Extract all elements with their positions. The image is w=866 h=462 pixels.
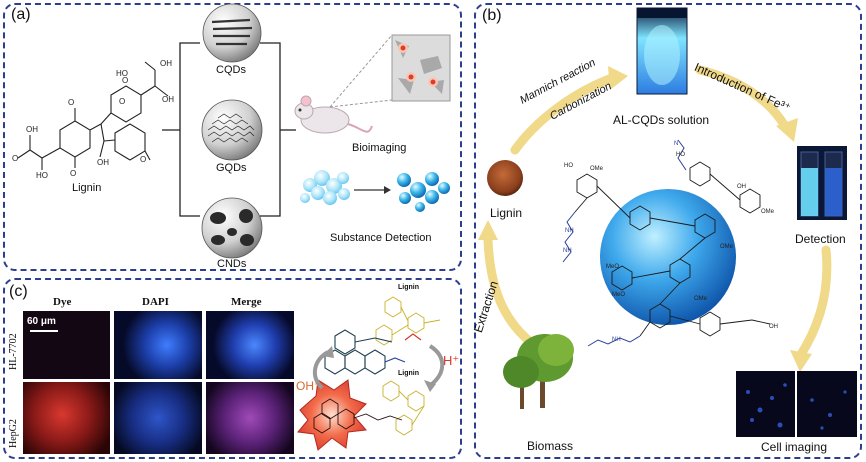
cell-imaging-label: Cell imaging bbox=[761, 440, 828, 454]
cell-imaging-left bbox=[736, 371, 795, 437]
svg-text:O: O bbox=[140, 155, 146, 164]
cell-imaging-right bbox=[797, 371, 857, 437]
detection-label: Detection bbox=[795, 232, 846, 246]
svg-text:HO: HO bbox=[564, 163, 573, 169]
cqd-ball bbox=[202, 3, 262, 63]
tissue-zoom bbox=[329, 34, 451, 108]
column-header-dapi: DAPI bbox=[142, 296, 169, 308]
svg-text:MeO: MeO bbox=[606, 264, 619, 270]
svg-text:OH: OH bbox=[97, 158, 109, 167]
svg-text:OH: OH bbox=[26, 125, 38, 134]
dot-label-gqds: GQDs bbox=[216, 162, 247, 174]
structure-title-bottom: Lignin bbox=[398, 370, 419, 377]
svg-text:NH: NH bbox=[612, 337, 621, 343]
svg-text:HO: HO bbox=[36, 171, 48, 180]
dot-label-cnds: CNDs bbox=[217, 258, 247, 270]
red-fluorescent-star bbox=[297, 379, 367, 451]
svg-text:O: O bbox=[122, 76, 128, 85]
panel-a-label: (a) bbox=[11, 6, 31, 23]
micrograph-hepg2-merge bbox=[206, 382, 294, 454]
arrow-heads bbox=[478, 66, 812, 372]
micrograph-hl7702-dapi bbox=[114, 311, 202, 379]
svg-text:OH: OH bbox=[769, 324, 778, 330]
structure-title-top: Lignin bbox=[398, 284, 419, 291]
svg-text:NH: NH bbox=[565, 228, 574, 234]
biomass-label: Biomass bbox=[527, 439, 574, 453]
lignin-structure bbox=[17, 61, 169, 170]
sphere-structure bbox=[574, 161, 771, 337]
lignin-powder bbox=[487, 160, 523, 196]
micrograph-hl7702-merge bbox=[206, 311, 294, 379]
mouse-illustration bbox=[294, 95, 373, 134]
lignin-label-a: Lignin bbox=[72, 182, 102, 194]
oh-minus-label: OH⁻ bbox=[296, 379, 321, 393]
svg-text:MeO: MeO bbox=[612, 292, 625, 298]
amine-chains bbox=[562, 139, 687, 347]
cqd-layers bbox=[211, 18, 253, 46]
panel-c-frame bbox=[3, 278, 462, 459]
svg-text:NH: NH bbox=[563, 248, 572, 254]
svg-text:OMe: OMe bbox=[590, 166, 604, 172]
svg-text:OH: OH bbox=[162, 95, 174, 104]
micrograph-hl7702-dye bbox=[23, 311, 110, 379]
svg-text:OH: OH bbox=[160, 59, 172, 68]
yellow-lignin-bottom bbox=[382, 380, 425, 436]
svg-text:OMe: OMe bbox=[720, 244, 734, 250]
scale-bar bbox=[30, 330, 58, 332]
scale-bar-label: 60 μm bbox=[27, 316, 56, 327]
svg-text:O: O bbox=[119, 97, 125, 106]
substance-detection-label: Substance Detection bbox=[330, 232, 432, 244]
svg-text:O: O bbox=[12, 154, 18, 163]
micrograph-hepg2-dye bbox=[23, 382, 110, 454]
dot-label-cqds: CQDs bbox=[216, 64, 246, 76]
gqd-lattice bbox=[207, 113, 255, 143]
rhodamine-structure bbox=[324, 329, 406, 375]
micrograph-hepg2-dapi bbox=[114, 382, 202, 454]
cnd-clusters bbox=[210, 209, 254, 246]
svg-text:O: O bbox=[70, 169, 76, 178]
detection-cluster-pale bbox=[300, 170, 350, 205]
h-plus-label: H⁺ bbox=[443, 353, 460, 368]
biomass-trees bbox=[503, 334, 574, 409]
arrow-acid bbox=[428, 344, 445, 386]
svg-text:HO: HO bbox=[116, 69, 128, 78]
al-cqd-sphere bbox=[600, 189, 736, 325]
panel-b-frame bbox=[474, 3, 862, 459]
panel-b-label: (b) bbox=[482, 7, 502, 24]
svg-text:OH: OH bbox=[737, 184, 746, 190]
bioimaging-label: Bioimaging bbox=[352, 142, 407, 154]
panel-c-label: (c) bbox=[9, 283, 28, 300]
column-header-dye: Dye bbox=[53, 296, 72, 308]
column-header-merge: Merge bbox=[231, 296, 262, 308]
svg-text:N: N bbox=[674, 141, 678, 147]
yellow-lignin-top bbox=[375, 296, 441, 346]
svg-text:O: O bbox=[68, 98, 74, 107]
bracket-lines bbox=[162, 42, 296, 217]
solution-label: AL-CQDs solution bbox=[613, 113, 710, 127]
svg-text:OMe: OMe bbox=[761, 209, 775, 215]
svg-text:HO: HO bbox=[676, 152, 685, 158]
detection-cluster-blue bbox=[397, 172, 450, 212]
cycle-arrows bbox=[483, 65, 832, 361]
lignin-label-b: Lignin bbox=[490, 206, 523, 220]
svg-text:OMe: OMe bbox=[694, 296, 708, 302]
